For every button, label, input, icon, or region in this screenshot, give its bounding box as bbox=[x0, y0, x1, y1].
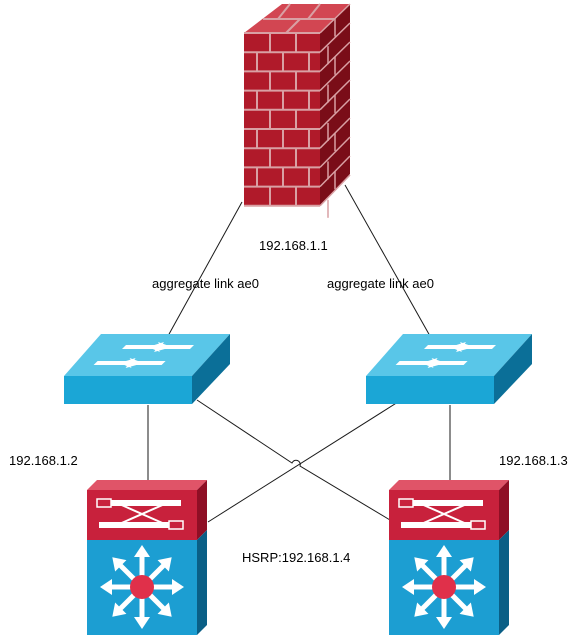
switch-arrow-4 bbox=[421, 358, 468, 368]
core-red-side-face bbox=[499, 480, 509, 540]
firewall-icon bbox=[244, 3, 351, 218]
switch-arrow-1 bbox=[424, 342, 474, 352]
core-top-face bbox=[389, 480, 509, 490]
switch-top-face bbox=[64, 334, 230, 376]
core-blue-side-face bbox=[197, 530, 207, 635]
core-center-dot bbox=[130, 575, 154, 599]
switch-side-face bbox=[192, 334, 230, 404]
layer3-switch-icon bbox=[87, 480, 207, 635]
core-top-face bbox=[87, 480, 207, 490]
switch-arrow-2 bbox=[148, 342, 194, 352]
core-blue-side-face bbox=[499, 530, 509, 635]
switch-arrow-2 bbox=[450, 342, 496, 352]
hsrp-label: HSRP:192.168.1.4 bbox=[242, 550, 351, 565]
switch-arrow-1 bbox=[122, 342, 172, 352]
right-core-ip-label: 192.168.1.3 bbox=[499, 453, 568, 468]
switch-front-face bbox=[64, 376, 192, 404]
core-bar-bottom bbox=[401, 522, 483, 528]
left-link-label: aggregate link ae0 bbox=[152, 276, 259, 291]
firewall-to-right-switch-link bbox=[344, 184, 431, 337]
core-center-dot bbox=[432, 575, 456, 599]
core-radial-arrows bbox=[100, 545, 184, 629]
switch-top-face bbox=[366, 334, 532, 376]
layer3-switch-icon bbox=[389, 480, 509, 635]
core-bar-top bbox=[99, 500, 181, 506]
switch-arrow-4 bbox=[119, 358, 166, 368]
core-red-side-face bbox=[197, 480, 207, 540]
core-bar-bottom bbox=[99, 522, 181, 528]
firewall-ip-label: 192.168.1.1 bbox=[259, 238, 328, 253]
core-cross-arrows bbox=[418, 502, 470, 526]
firewall-to-left-switch-link bbox=[167, 201, 243, 337]
switch-icon bbox=[64, 334, 230, 404]
switch-side-face bbox=[494, 334, 532, 404]
switch-arrow-3 bbox=[93, 358, 144, 368]
left-switch-to-right-core-link bbox=[196, 399, 391, 521]
right-switch-to-left-core-link bbox=[207, 401, 399, 523]
switch-icon bbox=[366, 334, 532, 404]
links bbox=[147, 184, 451, 523]
core-radial-arrows bbox=[402, 545, 486, 629]
right-link-label: aggregate link ae0 bbox=[327, 276, 434, 291]
left-core-ip-label: 192.168.1.2 bbox=[9, 453, 78, 468]
switch-front-face bbox=[366, 376, 494, 404]
firewall-front-face bbox=[244, 33, 320, 206]
core-bar-top bbox=[401, 500, 483, 506]
core-cross-arrows bbox=[116, 502, 168, 526]
switch-arrow-3 bbox=[395, 358, 446, 368]
